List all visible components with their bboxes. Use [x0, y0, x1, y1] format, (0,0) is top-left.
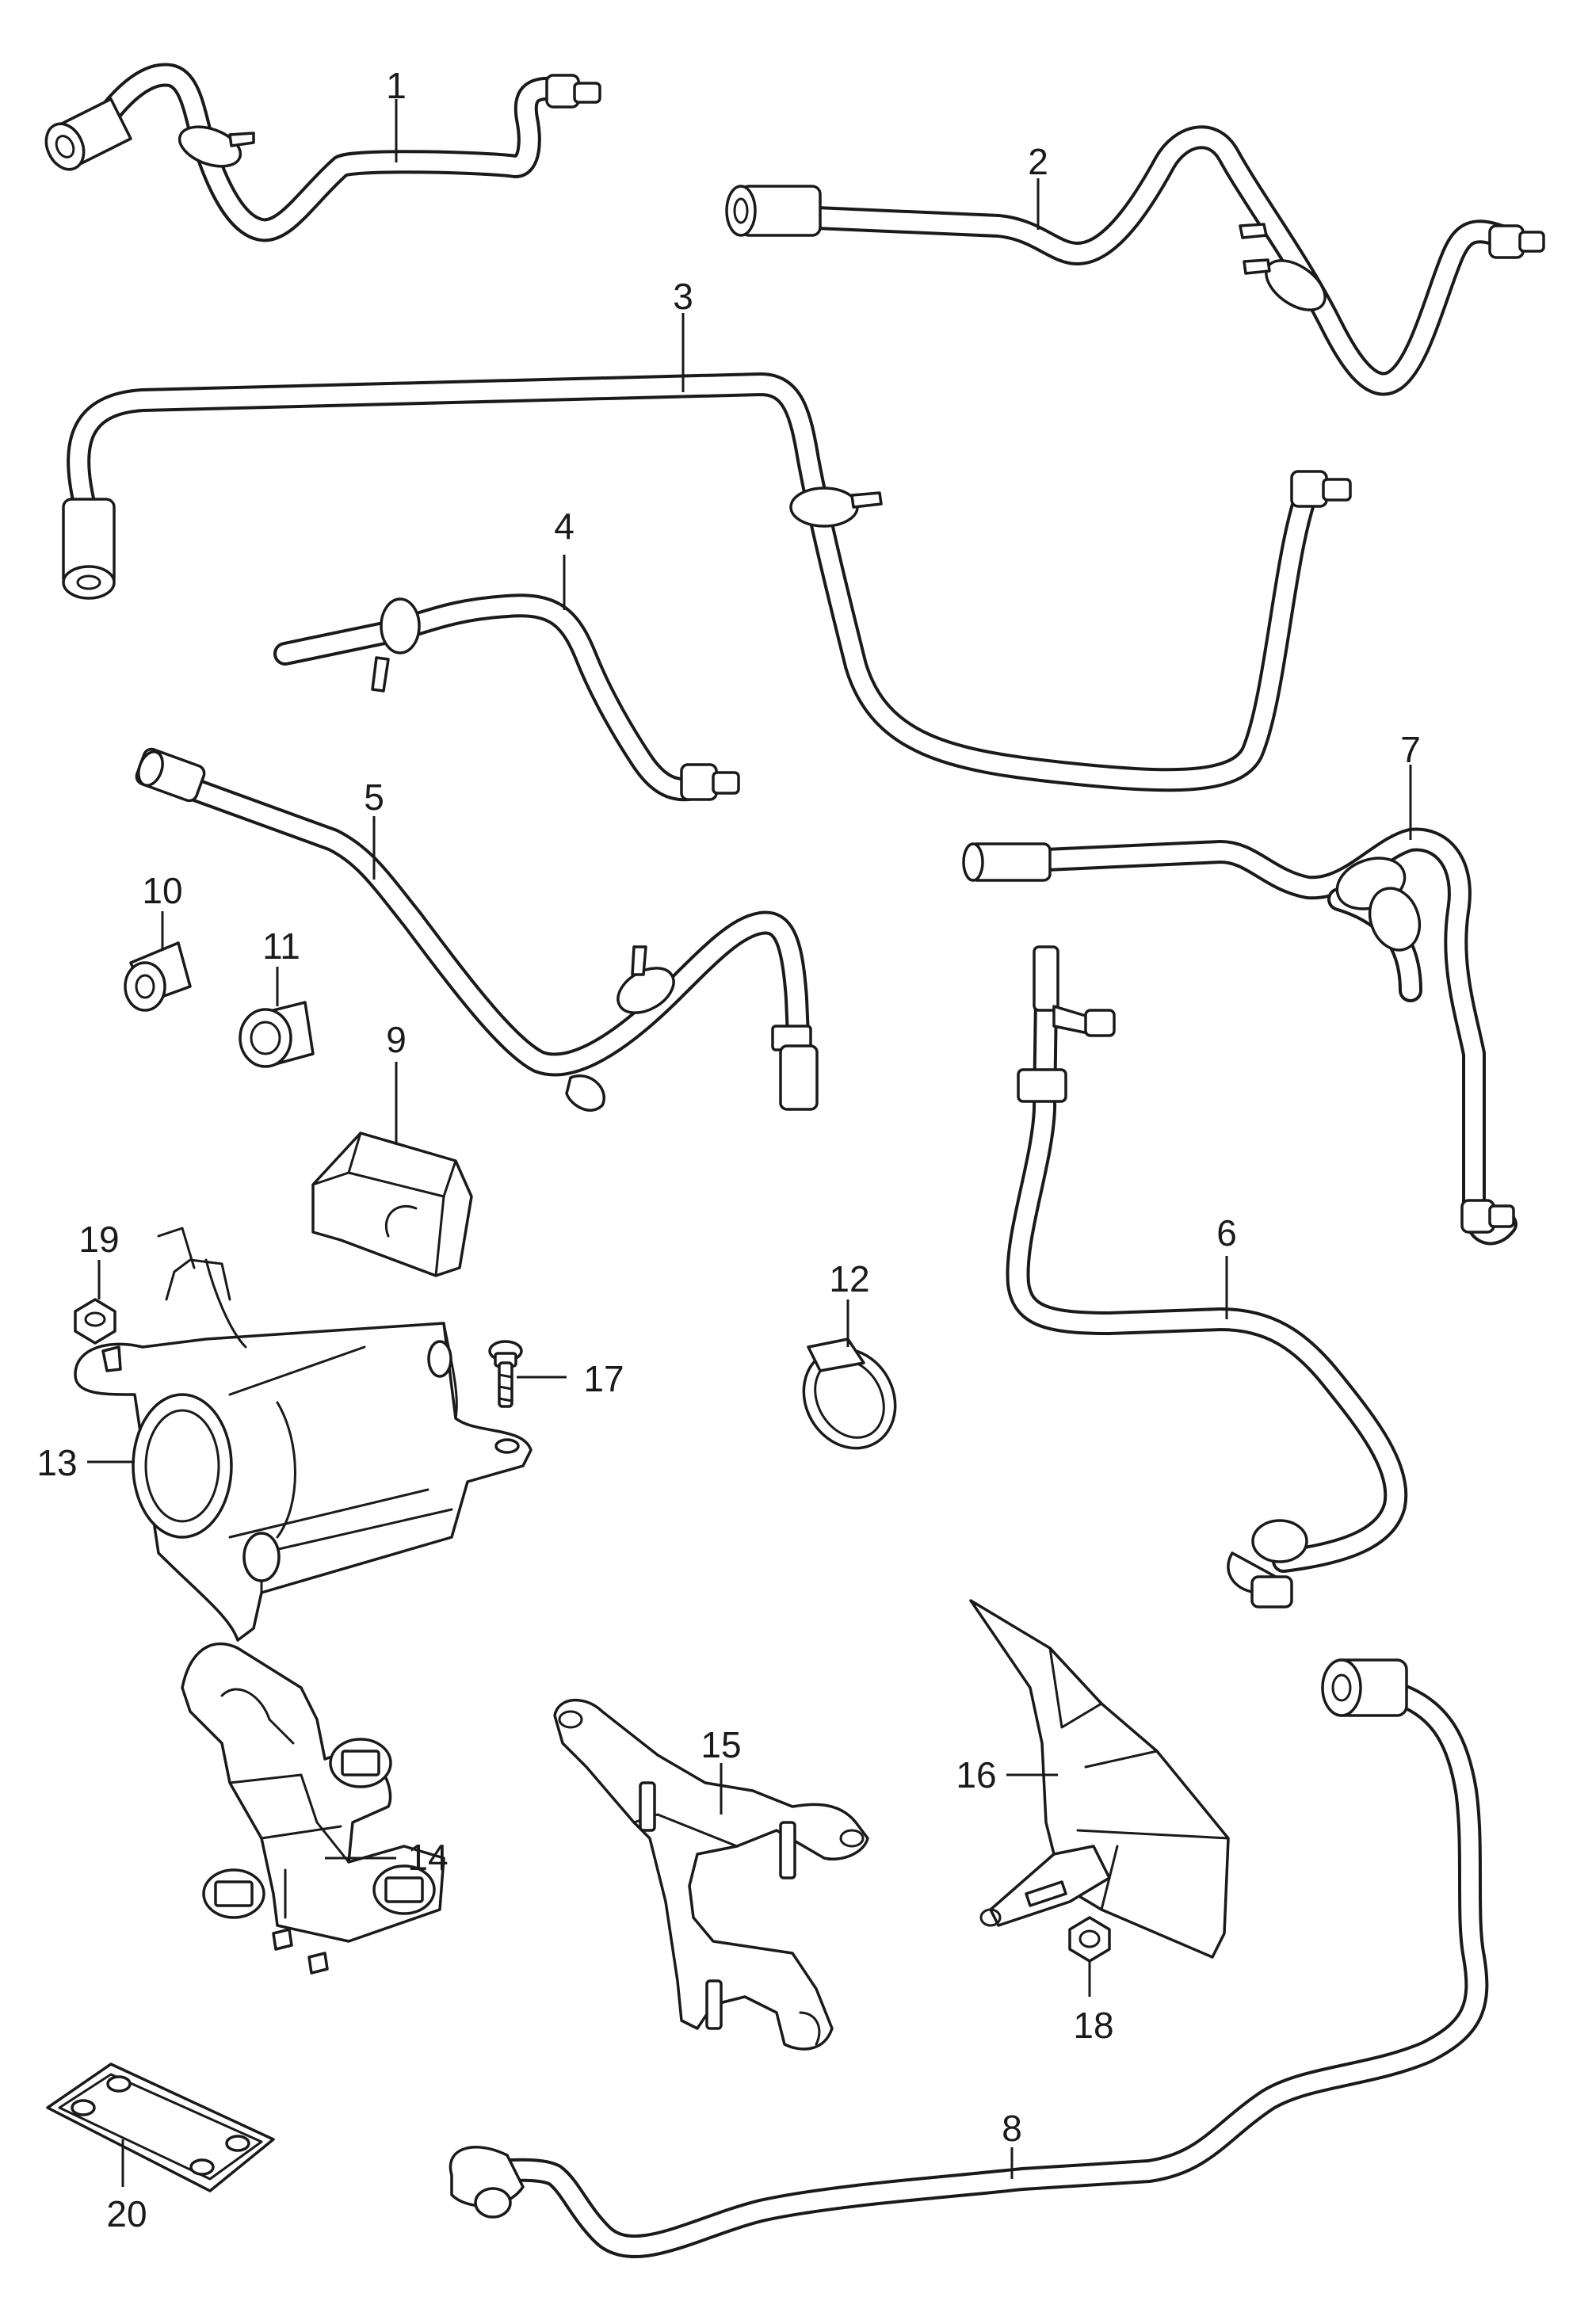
callout-15: 15 [701, 1724, 741, 1765]
part-7-hose [962, 827, 1517, 1246]
part-4-elbow-connector [680, 763, 740, 801]
part-5-end-pipe [779, 1044, 819, 1111]
part-7-valve [1335, 857, 1422, 952]
part-3-valve [789, 487, 883, 528]
callout-2: 2 [1028, 141, 1048, 182]
part-5-clip [565, 1025, 812, 1112]
callout-17: 17 [583, 1358, 624, 1399]
part-5-valve [617, 945, 675, 1014]
callout-16: 16 [956, 1754, 996, 1795]
part-14-bracket [181, 1642, 445, 1975]
part-4-hose [273, 593, 740, 802]
part-6-valve [1227, 1519, 1308, 1608]
callout-5: 5 [364, 777, 384, 818]
part-8-elbow-connector [449, 2146, 525, 2219]
part-7-end-connector [962, 842, 1052, 882]
part-1-hose [44, 63, 601, 242]
callout-20: 20 [106, 2193, 147, 2234]
part-19-nut [74, 1298, 116, 1345]
part-5-end-connector [135, 747, 206, 803]
leader-lines [87, 99, 1412, 2187]
part-1-end-connector [44, 97, 132, 171]
callout-19: 19 [78, 1219, 119, 1260]
part-1-elbow-connector [545, 74, 601, 109]
callout-3: 3 [673, 276, 693, 317]
part-8-end-connector [1321, 1658, 1408, 1717]
part-4-valve [371, 597, 421, 693]
callout-labels: 1 2 3 4 5 6 7 8 9 10 11 12 13 14 15 16 1… [36, 65, 1420, 2234]
callout-14: 14 [407, 1837, 448, 1878]
callout-9: 9 [386, 1019, 407, 1060]
callout-1: 1 [386, 65, 407, 106]
part-2-hose [725, 125, 1545, 396]
part-2-end-connector [725, 185, 822, 237]
part-9-bracket [311, 1131, 473, 1277]
part-10-grommet [124, 941, 192, 1012]
part-3-hose [62, 372, 1352, 792]
part-2-valve [1239, 223, 1327, 311]
part-6-tee-connector [1017, 945, 1116, 1103]
callout-18: 18 [1073, 2005, 1113, 2046]
callout-13: 13 [36, 1442, 77, 1483]
part-3-elbow-connector [1290, 470, 1352, 508]
callout-8: 8 [1002, 2108, 1022, 2149]
callout-6: 6 [1216, 1212, 1237, 1254]
callout-7: 7 [1400, 729, 1421, 770]
callout-10: 10 [142, 870, 182, 911]
part-18-nut [1068, 1916, 1111, 1963]
part-17-bolt [488, 1340, 523, 1408]
part-3-end-connector [62, 498, 116, 600]
part-5-hose [135, 747, 819, 1112]
part-7-elbow-connector [1460, 1199, 1515, 1234]
part-6-hose [1006, 945, 1408, 1608]
part-15-bracket [553, 1698, 869, 2051]
part-8-hose [449, 1658, 1489, 2258]
part-1-valve [178, 125, 255, 168]
callout-4: 4 [554, 506, 575, 547]
part-16-shield [969, 1599, 1230, 1959]
callout-12: 12 [829, 1258, 869, 1299]
part-2-elbow-connector [1488, 224, 1545, 259]
part-13-pump [74, 1227, 533, 1642]
part-11-grommet [239, 1001, 315, 1068]
part-12-clamp [802, 1338, 897, 1450]
part-20-plate [46, 2063, 275, 2192]
callout-11: 11 [262, 925, 300, 967]
